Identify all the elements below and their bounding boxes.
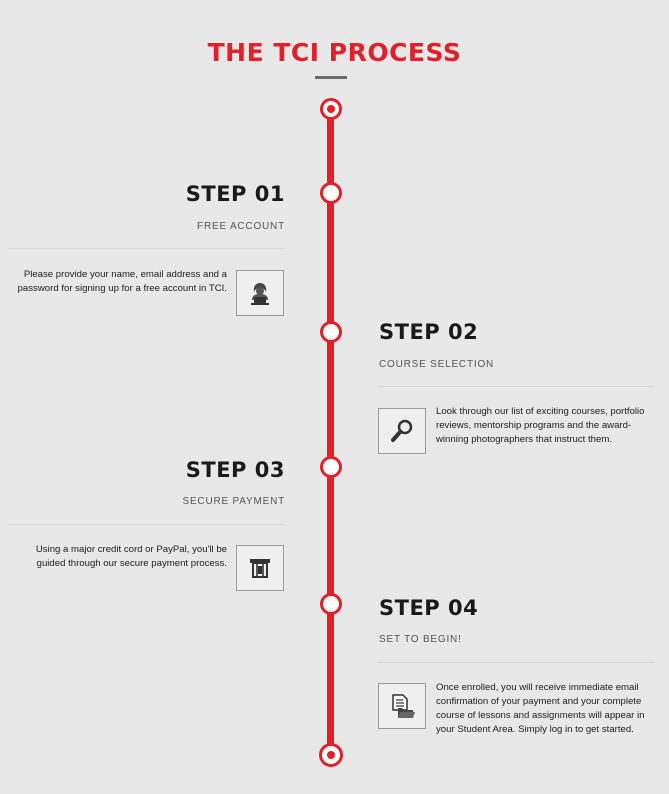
step-01-divider [8, 248, 284, 249]
step-04-description: Once enrolled, you will receive immediat… [436, 682, 645, 735]
title-underline [315, 76, 347, 79]
step-04-subtitle: SET TO BEGIN! [379, 634, 462, 645]
user-at-laptop-icon [251, 283, 269, 305]
timeline-end-node [319, 743, 343, 767]
step-02-node [320, 321, 342, 343]
step-01-title: STEP 01 [185, 182, 285, 206]
step-03-icon-box [236, 545, 284, 591]
step-04-title: STEP 04 [379, 596, 479, 620]
step-02-description: Look through our list of exciting course… [436, 406, 645, 445]
step-03-title: STEP 03 [185, 458, 285, 482]
step-01-node [320, 182, 342, 204]
step-04-icon-box [378, 683, 426, 729]
step-01-subtitle: FREE ACCOUNT [197, 221, 285, 232]
step-03-node [320, 456, 342, 478]
step-03-divider [8, 524, 284, 525]
page-title: THE TCI PROCESS [207, 38, 462, 67]
step-04-divider [377, 662, 655, 663]
document-folder-icon [392, 694, 415, 718]
step-03-subtitle: SECURE PAYMENT [182, 496, 285, 507]
step-03-description: Using a major credit cord or PayPal, you… [35, 544, 227, 569]
timeline-line [327, 109, 334, 755]
step-02-subtitle: COURSE SELECTION [379, 359, 495, 370]
card-terminal-icon [250, 559, 270, 578]
magnifier-icon [391, 419, 413, 442]
step-01-icon-box [236, 270, 284, 316]
timeline-start-node [320, 98, 342, 120]
step-01-description: Please provide your name, email address … [17, 269, 227, 294]
step-02-icon-box [378, 408, 426, 454]
step-02-divider [377, 386, 655, 387]
step-02-title: STEP 02 [379, 320, 479, 344]
step-04-node [320, 593, 342, 615]
